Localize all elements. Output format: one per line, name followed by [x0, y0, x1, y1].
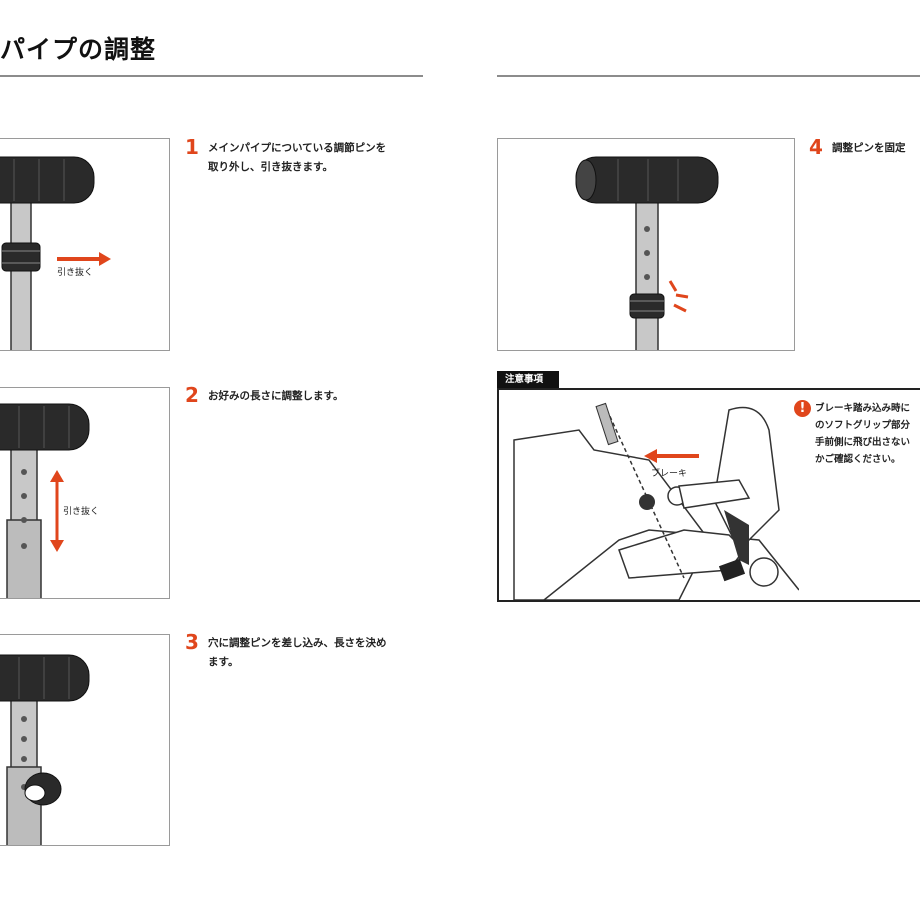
step-number: 4	[809, 135, 823, 159]
page-title: パイプの調整	[0, 35, 157, 64]
caution-text: ブレーキ踏み込み時に のソフトグリップ部分 手前側に飛び出さない かご確認くださ…	[815, 403, 911, 465]
step-number: 2	[185, 383, 199, 407]
illustration-pipe-remove-pin: 引き抜く	[0, 156, 111, 350]
figure-step-4	[497, 138, 795, 351]
title-rule-left	[0, 75, 423, 77]
pull-label: 引き抜く	[63, 505, 99, 517]
pull-label: 引き抜く	[57, 266, 93, 278]
exclamation-icon: !	[794, 400, 811, 417]
title-rule-right	[497, 75, 920, 77]
illustration-pipe-adjust: 引き抜く	[0, 403, 99, 598]
step-text: メインパイプについている調節ピンを 取り外し、引き抜きます。	[208, 142, 387, 173]
illustration-brake-caution: ブレーキ	[513, 402, 800, 600]
caution-box: ブレーキ ! ブレーキ踏み込み時に のソフトグリップ部分 手前側に飛び出さない …	[497, 388, 920, 602]
illustration-pipe-insert-pin	[0, 654, 90, 845]
caution-tab: 注意事項	[497, 371, 559, 388]
brake-label: ブレーキ	[651, 467, 687, 479]
step-number: 3	[185, 630, 199, 654]
step-text: 調整ピンを固定	[832, 142, 906, 154]
step-number: 1	[185, 135, 199, 159]
step-text: お好みの長さに調整します。	[208, 390, 344, 402]
figure-step-2: 引き抜く	[0, 387, 170, 599]
step-text: 穴に調整ピンを差し込み、長さを決め ます。	[208, 637, 387, 668]
figure-step-3	[0, 634, 170, 846]
illustration-pipe-fix-pin	[575, 156, 719, 350]
figure-step-1: 引き抜く	[0, 138, 170, 351]
